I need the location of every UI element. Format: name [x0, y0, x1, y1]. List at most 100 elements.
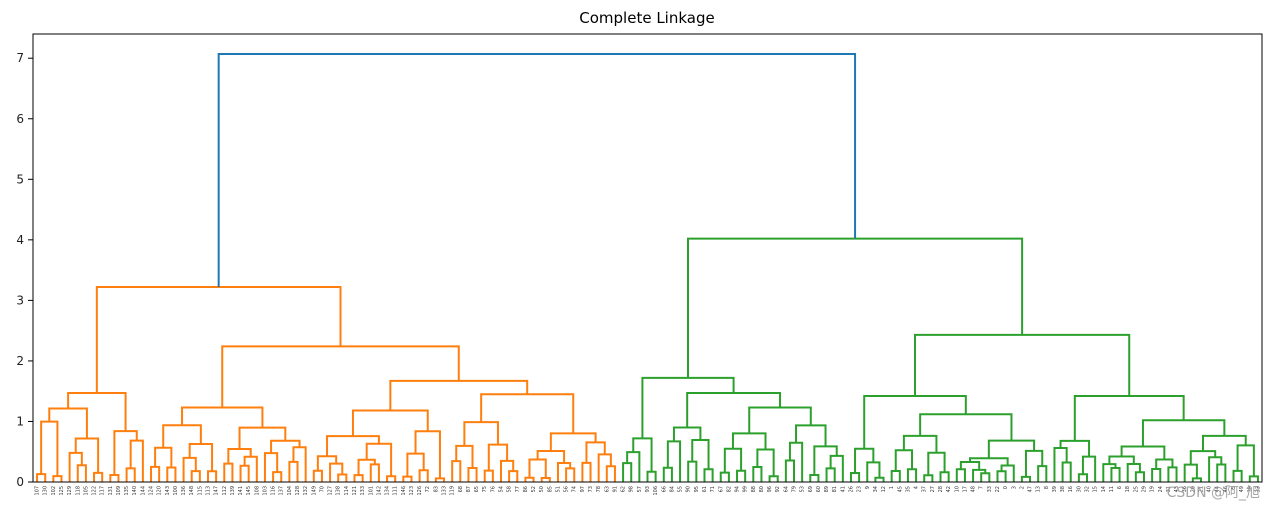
dendrogram-link	[76, 464, 87, 482]
dendrogram-link	[632, 437, 653, 472]
dendrogram-link	[1232, 469, 1243, 482]
leaf-label: 144	[140, 486, 146, 496]
dendrogram-link	[154, 446, 173, 468]
dendrogram-links	[36, 52, 1259, 482]
leaf-label: 133	[442, 486, 448, 496]
dendrogram-link	[329, 462, 344, 482]
dendrogram-link	[1134, 471, 1145, 482]
leaf-label: 130	[43, 486, 49, 496]
dendrogram-link	[483, 469, 494, 482]
leaf-label: 0	[1003, 486, 1009, 489]
leaf-label: 106	[653, 486, 659, 496]
dendrogram-link	[1061, 461, 1072, 482]
leaf-label: 116	[271, 486, 277, 496]
dendrogram-link	[239, 464, 250, 482]
dendrogram-link	[849, 472, 861, 482]
leaf-label: 29	[1141, 486, 1147, 492]
dendrogram-link	[263, 452, 279, 482]
leaf-label: 41	[840, 486, 846, 492]
leaf-label: 128	[295, 486, 301, 496]
leaf-label: 127	[328, 486, 334, 496]
leaf-label: 142	[376, 486, 382, 496]
leaf-label: 75	[482, 486, 488, 492]
leaf-label: 99	[743, 486, 749, 492]
dendrogram-link	[524, 476, 535, 482]
dendrogram-link	[902, 434, 938, 453]
dendrogram-link	[540, 477, 551, 482]
dendrogram-link	[190, 470, 201, 482]
leaf-label: 17	[962, 486, 968, 492]
dendrogram-link	[813, 445, 838, 476]
leaf-label: 81	[832, 486, 838, 492]
leaf-label: 113	[205, 486, 211, 496]
dendrogram-link	[646, 470, 657, 482]
leaf-label: 21	[1198, 486, 1204, 492]
leaf-label: 54	[498, 486, 504, 492]
leaf-label: 105	[83, 486, 89, 496]
dendrogram-link	[113, 430, 138, 475]
leaf-label: 2	[1019, 486, 1025, 489]
leaf-label: 33	[987, 486, 993, 492]
dendrogram-link	[312, 469, 323, 482]
leaf-label: 76	[490, 486, 496, 492]
leaf-label: 61	[702, 486, 708, 492]
dendrogram-link	[389, 379, 529, 411]
leaf-label: 148	[189, 486, 195, 496]
dendrogram-link	[182, 456, 197, 482]
dendrogram-link	[854, 447, 875, 474]
dendrogram-link	[414, 430, 441, 479]
dendrogram-link	[1216, 463, 1227, 482]
leaf-label: 73	[588, 486, 594, 492]
leaf-label: 45	[897, 486, 903, 492]
dendrogram-link	[467, 466, 478, 482]
leaf-label: 132	[303, 486, 309, 496]
dendrogram-link	[270, 439, 301, 454]
leaf-label: 84	[669, 486, 675, 492]
dendrogram-link	[288, 460, 299, 482]
dendrogram-link	[67, 392, 127, 432]
leaf-label: 124	[149, 486, 155, 496]
leaf-label: 1	[889, 486, 895, 489]
dendrogram-link	[597, 453, 612, 482]
dendrogram-link	[662, 466, 673, 482]
leaf-label: 36	[1182, 486, 1188, 492]
leaf-label: 43	[1174, 486, 1180, 492]
leaf-label: 63	[604, 486, 610, 492]
dendrogram-link	[825, 467, 836, 482]
dendrogram-link	[939, 471, 950, 482]
leaf-label: 120	[157, 486, 163, 496]
leaf-label: 129	[67, 486, 73, 496]
leaf-label: 143	[165, 486, 171, 496]
dendrogram-link	[402, 475, 413, 482]
dendrogram-link	[1167, 466, 1178, 482]
leaf-label: 62	[621, 486, 627, 492]
dendrogram-link	[1081, 455, 1097, 482]
dendrogram-link	[365, 442, 393, 477]
dendrogram-link	[666, 440, 682, 482]
leaf-label: 12	[881, 486, 887, 492]
leaf-label: 107	[35, 486, 41, 496]
dendrogram-link	[480, 393, 575, 434]
leaf-label: 85	[547, 486, 553, 492]
dendrogram-link	[1236, 444, 1255, 477]
leaf-label: 39	[1052, 486, 1058, 492]
dendrogram-link	[1126, 463, 1141, 482]
dendrogram-link	[95, 286, 342, 394]
leaf-label: 125	[59, 486, 65, 496]
leaf-label: 16	[1068, 486, 1074, 492]
dendrogram-link	[890, 469, 901, 482]
leaf-label: 74	[572, 486, 578, 492]
leaf-label: 88	[751, 486, 757, 492]
dendrogram-link	[605, 465, 616, 482]
leaf-label: 118	[75, 486, 81, 496]
leaf-label: 69	[808, 486, 814, 492]
leaf-label: 42	[946, 486, 952, 492]
dendrogram-link	[691, 438, 710, 470]
leaf-label: 13	[1036, 486, 1042, 492]
leaf-label: 58	[507, 486, 513, 492]
plot-frame	[32, 33, 1263, 483]
dendrogram-link	[1108, 455, 1135, 465]
dendrogram-link	[866, 461, 881, 482]
dendrogram-link	[809, 474, 820, 482]
